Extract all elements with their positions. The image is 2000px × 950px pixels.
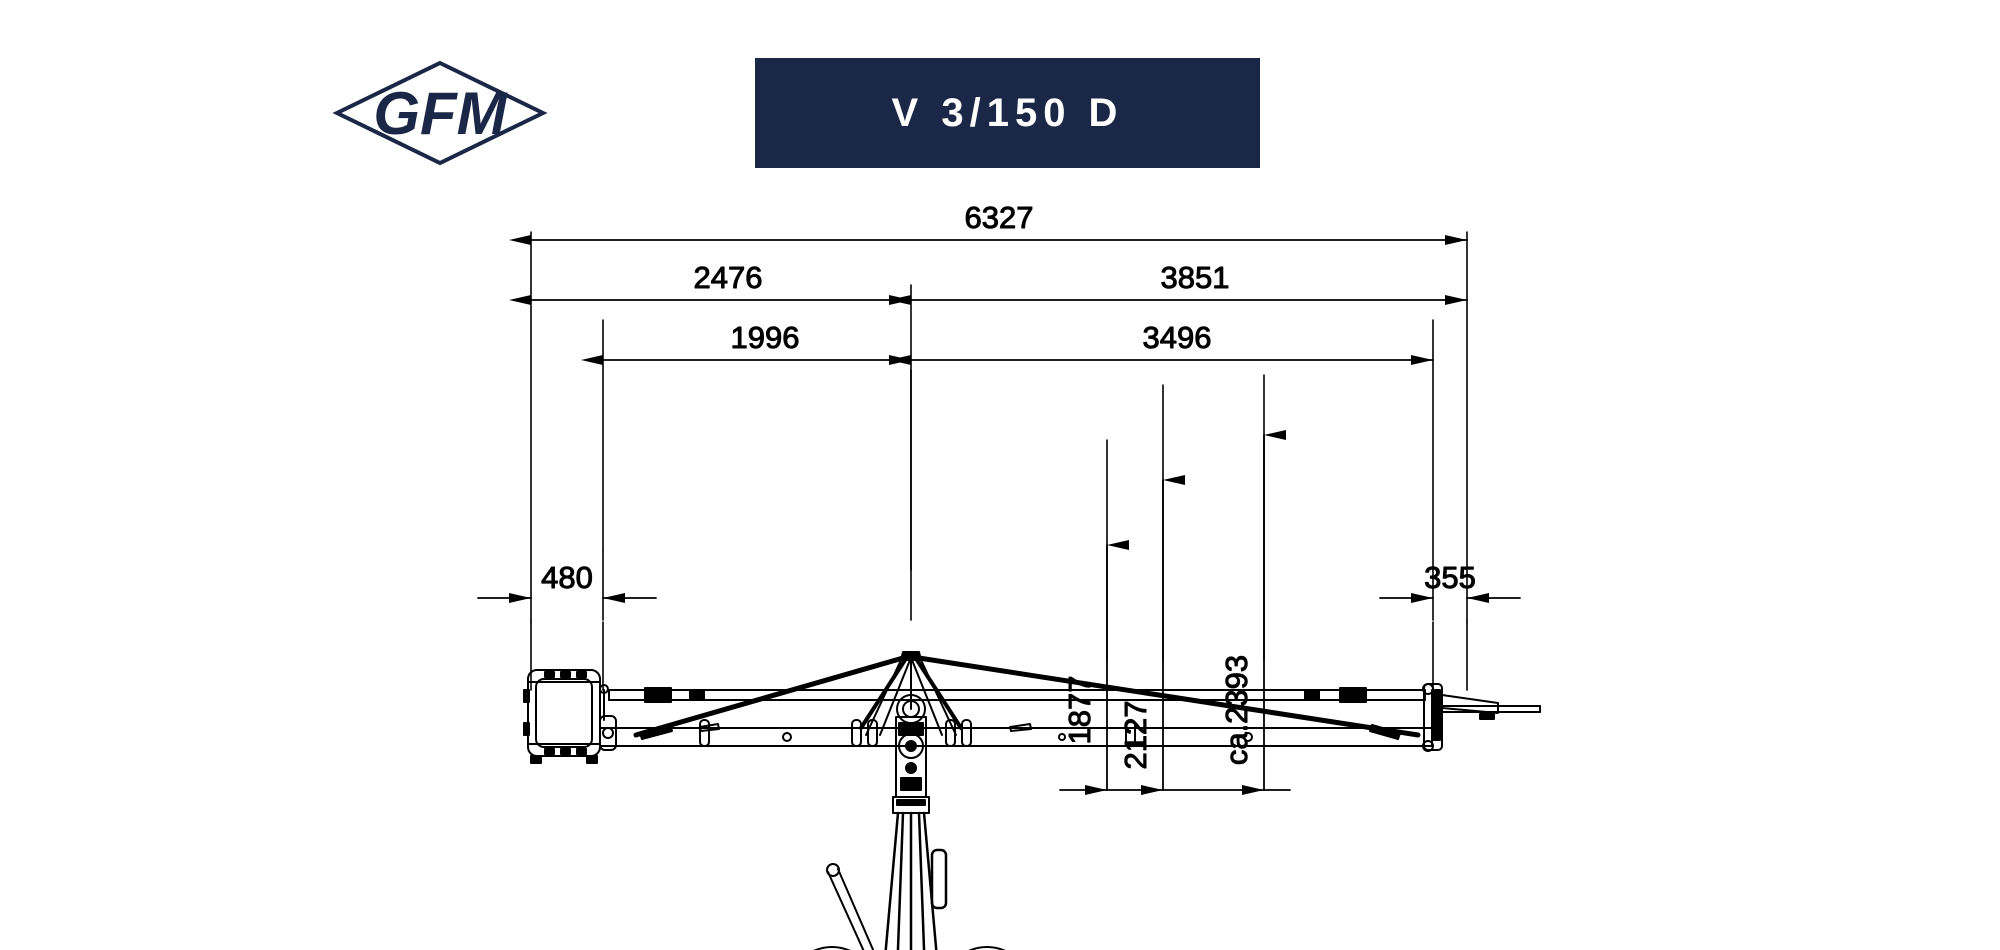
counterweight-box <box>527 669 601 764</box>
tow-bar <box>826 863 875 950</box>
wheel-right <box>968 946 1006 950</box>
pendant-bar-fittings <box>639 724 1401 740</box>
dim-rear-length-label: 2476 <box>694 260 763 295</box>
boom-fittings <box>699 719 1253 747</box>
dim-total-length-label: 6327 <box>965 200 1034 235</box>
counterweight-bolts <box>523 671 587 755</box>
title-label: V 3/150 D <box>891 90 1124 135</box>
dim-rear-overhang-label: 480 <box>541 560 593 595</box>
title-banner: V 3/150 D <box>755 58 1260 168</box>
gfm-logo-svg: GFM <box>332 60 548 166</box>
dim-front-inner-length-label: 3496 <box>1143 320 1212 355</box>
tower-mast <box>884 811 948 950</box>
wheel-left <box>813 946 851 950</box>
rear-pivot <box>599 684 617 751</box>
crane-drawing-svg: 6327 2476 3851 1996 3496 480 355 <box>477 200 1541 950</box>
gfm-logo-text: GFM <box>373 80 508 147</box>
header: GFM V 3/150 D <box>0 0 2000 190</box>
boom-upper-chord <box>608 689 1426 701</box>
crane-drawing: 6327 2476 3851 1996 3496 480 355 <box>0 190 2000 950</box>
boom-upper-sleeves <box>644 687 1367 703</box>
dim-front-overhang-label: 355 <box>1424 560 1476 595</box>
a-frame <box>859 651 963 736</box>
gfm-logo: GFM <box>330 58 550 168</box>
dim-rear-inner-length-label: 1996 <box>731 320 800 355</box>
jib-tip <box>1422 683 1541 752</box>
diamond-icon <box>332 60 548 166</box>
pendant-bars <box>633 655 1421 738</box>
dim-front-length-label: 3851 <box>1161 260 1230 295</box>
slewing-assembly <box>892 651 930 814</box>
